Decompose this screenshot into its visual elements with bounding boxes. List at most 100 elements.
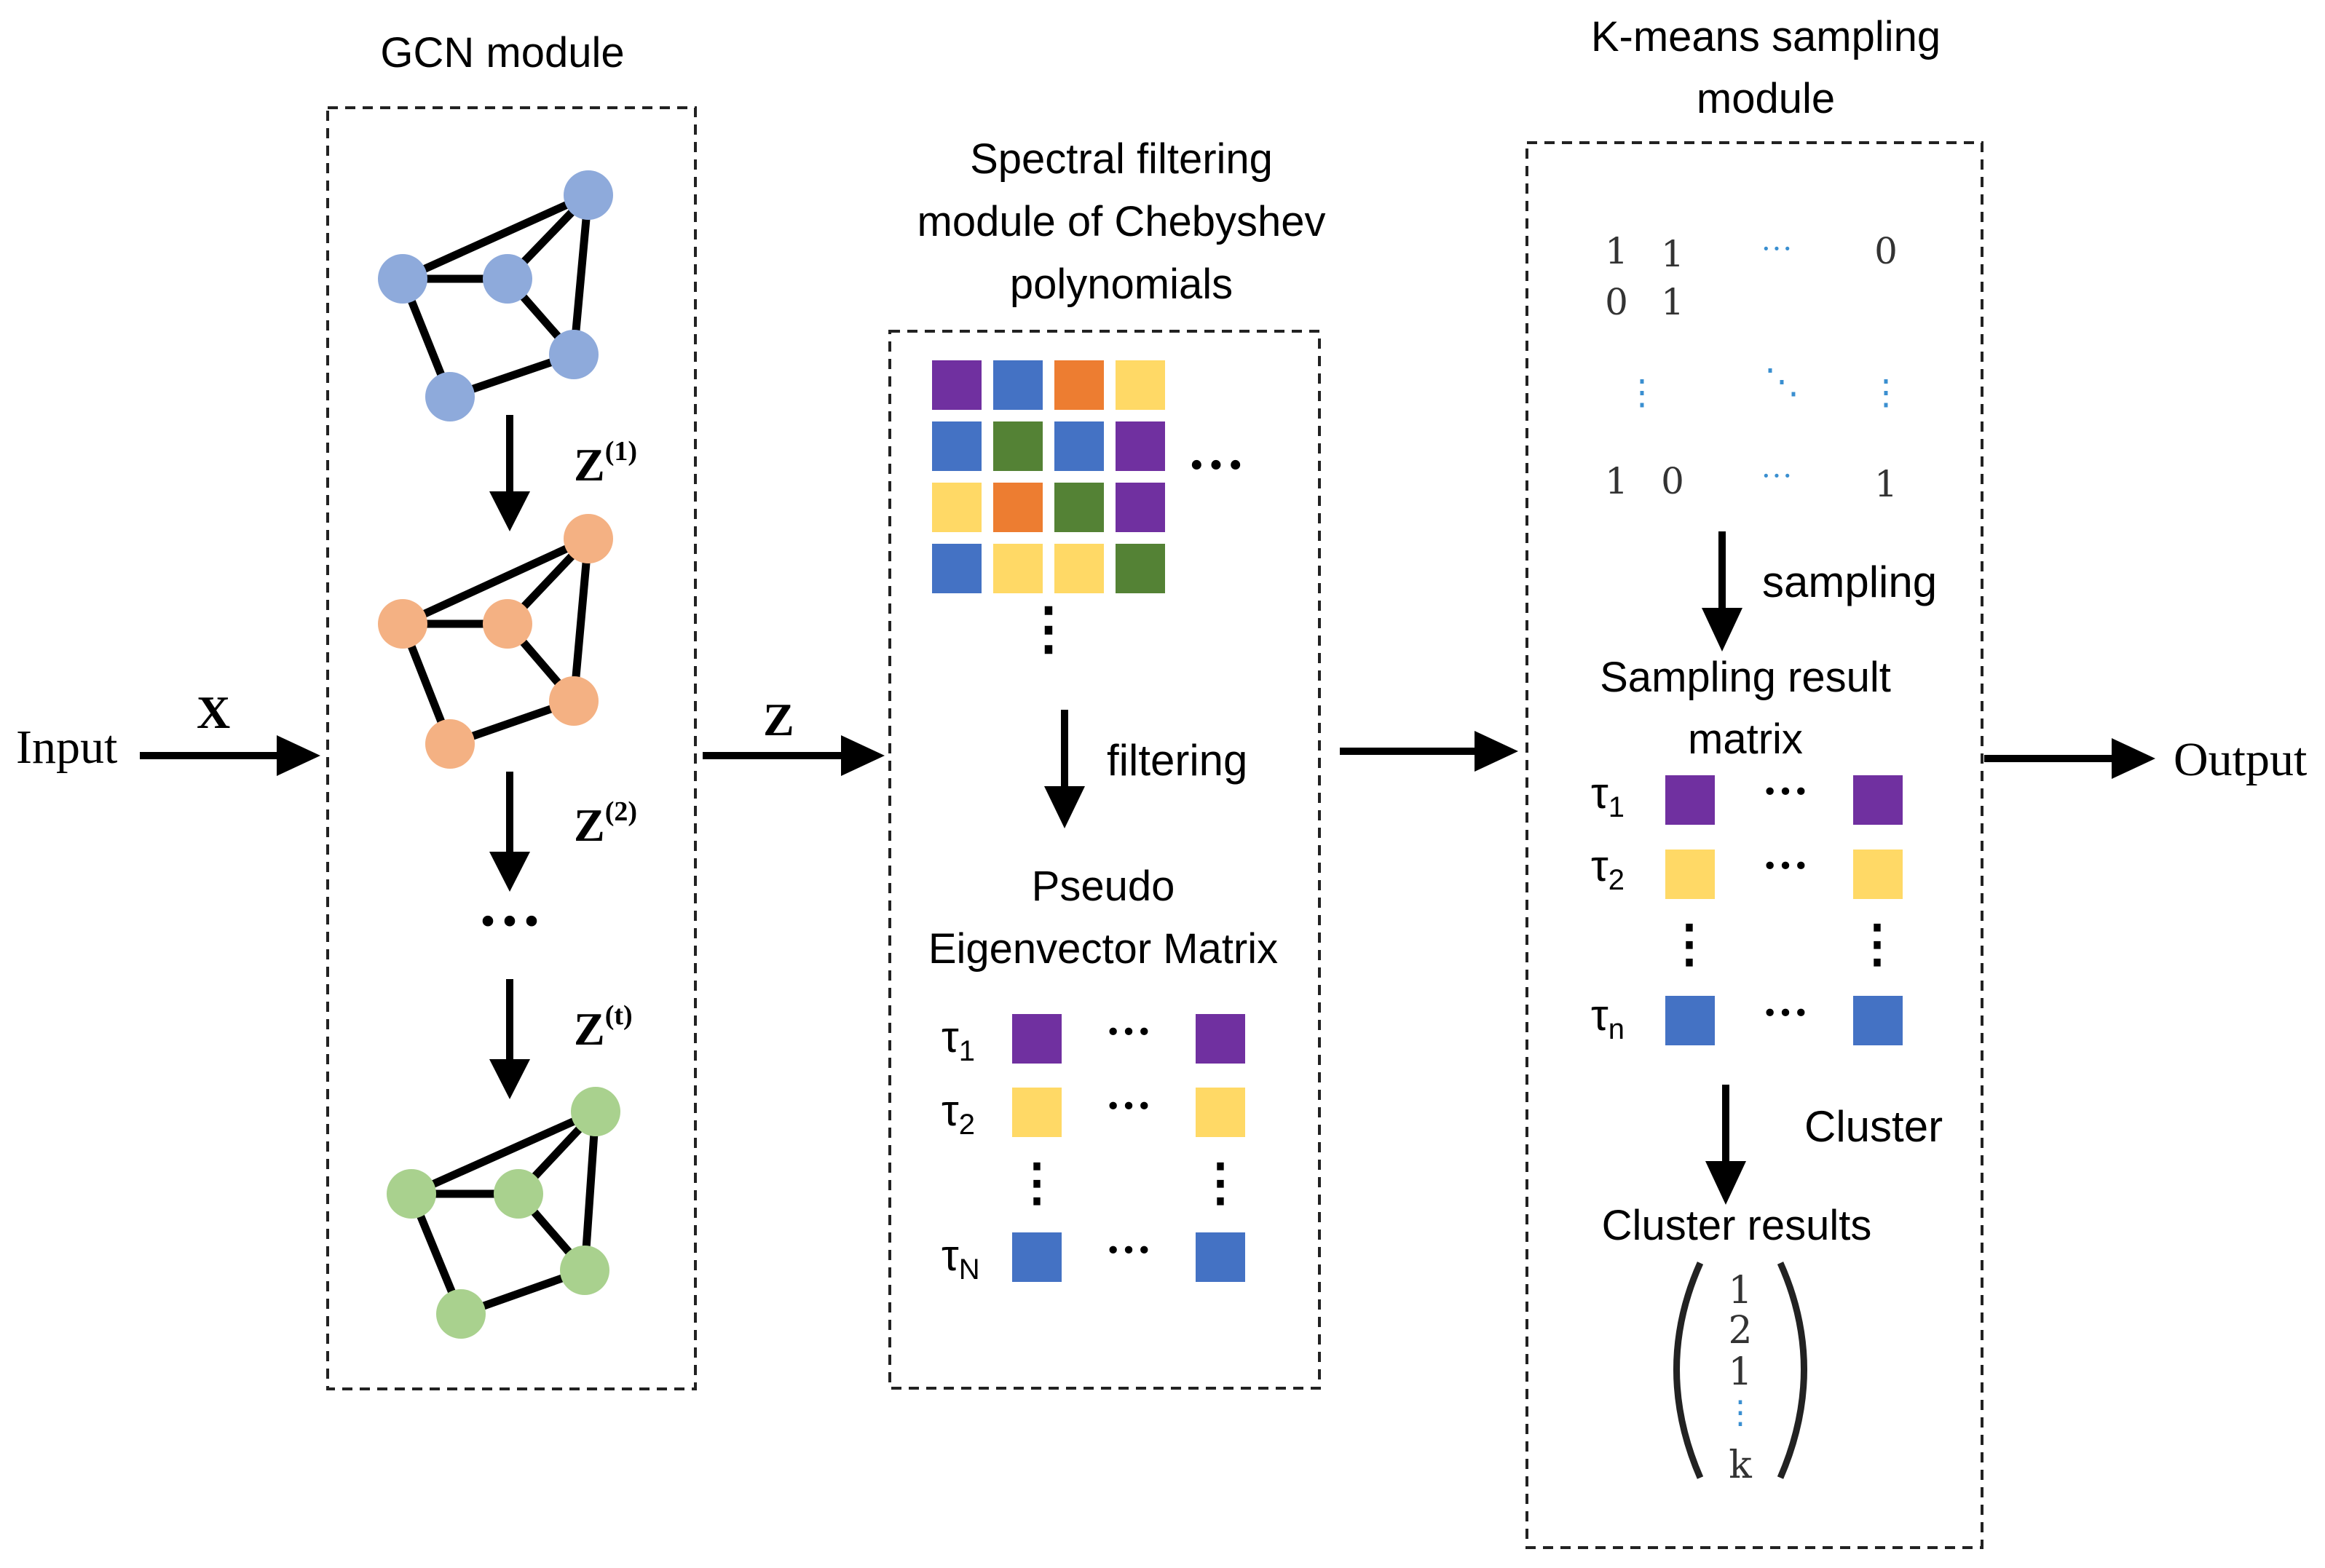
row-ellipsis: ··· [1105,1005,1152,1057]
grid-cell [993,421,1043,471]
graph-node [549,330,599,379]
sample-cell-tau1-first [1665,775,1715,825]
grid-cell [1116,360,1165,410]
grid-cell [932,544,982,593]
grid-row-ellipsis: ··· [1187,433,1245,497]
z1-label: Z(1) [574,436,637,491]
graph-node [564,170,613,220]
svg-text:0: 0 [1874,230,1898,272]
grid-cell [993,544,1043,593]
spectral-title-line-3: polynomials [1010,261,1233,308]
col-ellipsis: ⋮ [1664,916,1715,973]
tau-1-label: τ1 [942,1013,975,1067]
graph-node [378,599,427,649]
tau-1-label: τ1 [1591,769,1625,823]
tau-N-label: τN [942,1231,980,1286]
pseudo-cell-tau2-first [1012,1088,1062,1137]
svg-text:···: ··· [1761,231,1793,266]
sampling-arrowhead [1702,608,1742,652]
sample-cell-taun-last [1853,996,1903,1045]
sample-cell-tau2-first [1665,850,1715,899]
gcn-arrowhead-3 [489,1059,530,1099]
spectral-title-line-2: module of Chebyshev [917,198,1326,245]
svg-text:⋮: ⋮ [1724,1395,1756,1430]
graph-node [564,514,613,563]
sampling-label: sampling [1762,558,1937,606]
graph-node [378,254,427,304]
output-arrowhead [2112,738,2155,779]
graph-node [483,254,532,304]
grid-cell [1116,544,1165,593]
grid-cell [932,483,982,532]
cluster-result-vector: 1 2 1 ⋮ k [1673,1262,1807,1487]
svg-text:2: 2 [1728,1309,1752,1353]
spectral-title-line-1: Spectral filtering [970,135,1273,183]
row-ellipsis: ··· [1105,1080,1152,1131]
input-arrowhead [277,735,320,776]
svg-text:1: 1 [1605,460,1628,502]
graph-node [483,599,532,649]
svg-text:1: 1 [1661,233,1684,275]
filtering-arrowhead [1044,786,1085,828]
graph-layer-2 [378,514,613,769]
pseudo-cell-tauN-last [1196,1232,1245,1282]
col-ellipsis: ⋮ [1011,1155,1062,1211]
x-edge-label: X [197,686,230,738]
svg-text:k: k [1729,1444,1752,1487]
tau-2-label: τ2 [942,1086,975,1141]
sampling-result-title-line-2: matrix [1688,716,1803,763]
pseudo-title-line-1: Pseudo [1032,863,1175,910]
svg-text:⋮: ⋮ [1625,373,1659,412]
z2-label: Z(2) [574,796,637,851]
filtering-label: filtering [1107,736,1247,785]
graph-layer-t [387,1087,620,1339]
z-arrowhead [841,735,885,776]
graph-layer-1 [378,170,613,421]
graph-node [549,676,599,726]
gcn-arrowhead-2 [489,852,530,892]
pseudo-cell-tau2-last [1196,1088,1245,1137]
input-label: Input [16,721,117,774]
grid-cell [932,421,982,471]
row-ellipsis: ··· [1105,1224,1152,1275]
output-label: Output [2174,733,2307,786]
binary-matrix: 1 1 ··· 0 0 1 ⋮ ⋱ ⋮ 1 0 ··· 1 [1605,230,1903,505]
pseudo-title-line-2: Eigenvector Matrix [928,925,1278,973]
grid-cell [1054,544,1104,593]
grid-cell [993,483,1043,532]
svg-text:1: 1 [1728,1269,1752,1312]
svg-text:1: 1 [1728,1350,1752,1394]
tau-n-label: τn [1591,991,1625,1045]
grid-cell [993,360,1043,410]
gcn-arrowhead-1 [489,491,530,531]
gcn-module-box [326,106,697,1390]
z-edge-label: Z [763,694,794,745]
sample-cell-tau1-last [1853,775,1903,825]
grid-cell [1054,483,1104,532]
col-ellipsis: ⋮ [1195,1155,1246,1211]
kmeans-title-line-2: module [1697,75,1835,122]
sample-cell-tau2-last [1853,850,1903,899]
svg-text:1: 1 [1605,230,1628,272]
grid-col-ellipsis: ⋮ [1020,597,1077,660]
svg-text:⋱: ⋱ [1764,363,1799,401]
gcn-module-title: GCN module [380,29,624,76]
svg-text:1: 1 [1874,463,1898,505]
spectral-to-kmeans-arrowhead [1475,731,1518,772]
gcn-ellipsis: ··· [477,885,542,957]
grid-cell [932,360,982,410]
kmeans-module-box [1525,141,1983,1549]
graph-node [425,372,475,421]
grid-cell [1116,483,1165,532]
pseudo-cell-tau1-first [1012,1014,1062,1064]
spectral-module-box [888,330,1321,1390]
graph-node [494,1169,543,1219]
tau-2-label: τ2 [1591,842,1625,896]
graph-node [425,719,475,769]
row-ellipsis: ··· [1762,986,1809,1038]
cluster-label: Cluster [1804,1102,1943,1151]
grid-cell [1116,421,1165,471]
cluster-results-title: Cluster results [1602,1202,1872,1249]
zt-label: Z(t) [574,1000,633,1055]
